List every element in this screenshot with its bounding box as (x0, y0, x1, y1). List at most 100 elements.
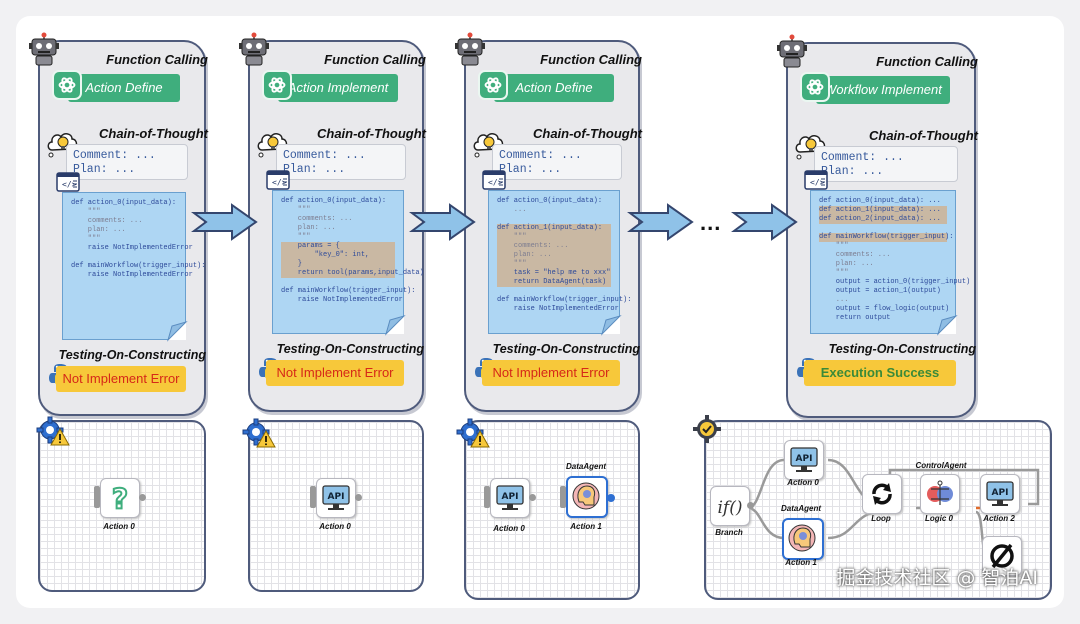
test-result-badge: Not Implement Error (266, 360, 404, 386)
code-file-icon: </> (56, 172, 80, 197)
action-0-node[interactable]: API (490, 478, 530, 518)
brain-logic-icon (927, 480, 953, 505)
if-icon: if() (718, 498, 743, 518)
arrow-right-icon (627, 203, 694, 241)
node-output-port (529, 494, 536, 501)
page-fold (600, 314, 622, 336)
question-mark-icon: ? (111, 481, 129, 516)
gear-warning-icon (456, 418, 490, 448)
ellipsis: ... (700, 210, 722, 235)
code-block: def action_0(input_data): ... def action… (488, 190, 631, 334)
svg-text:</>: </> (488, 178, 503, 187)
page-fold (166, 320, 188, 342)
action-0-node[interactable]: API (784, 440, 824, 480)
api-monitor-icon: API (322, 485, 350, 510)
action-label-bar: Workflow Implement (816, 76, 950, 104)
testing-on-constructing-title: Testing-On-Constructing (276, 342, 424, 356)
robot-icon (28, 32, 60, 71)
page-fold (384, 314, 406, 336)
api-monitor-icon: API (496, 485, 524, 510)
node-label: Action 0 (493, 524, 525, 533)
svg-text:?: ? (112, 482, 128, 515)
function-calling-title: Function Calling (106, 52, 208, 67)
chain-of-thought-title: Chain-of-Thought (532, 126, 642, 141)
svg-text:if(): if() (718, 498, 743, 518)
node-label: Action 0 (103, 522, 135, 531)
svg-text:API: API (992, 488, 1009, 498)
node-input-port (484, 486, 490, 508)
logic-0-node[interactable] (920, 474, 960, 514)
function-calling-title: Function Calling (324, 52, 426, 67)
svg-text:</>: </> (62, 180, 77, 189)
control-agent-label: ControlAgent (915, 461, 967, 470)
robot-icon (238, 32, 270, 71)
watermark: 掘金技术社区 @ 智泊AI (836, 567, 1038, 589)
openai-icon (52, 70, 82, 100)
testing-on-constructing-title: Testing-On-Constructing (58, 348, 206, 362)
testing-on-constructing-title: Testing-On-Constructing (828, 342, 976, 356)
code-block: def action_0(input_data): """ comments: … (272, 190, 424, 334)
empty-set-icon (990, 543, 1014, 569)
openai-icon (478, 70, 508, 100)
test-result-badge: Not Implement Error (56, 366, 186, 392)
node-input-port (560, 486, 566, 508)
code-block: def action_0(input_data): ...def action_… (810, 190, 970, 334)
code-file-icon: </> (482, 170, 506, 195)
action-label-bar: Action Implement (278, 74, 398, 102)
node-output-port (139, 494, 146, 501)
gear-check-icon (693, 415, 721, 443)
data-agent-label: DataAgent (780, 504, 821, 513)
loop-node[interactable] (862, 474, 902, 514)
test-result-badge: Not Implement Error (482, 360, 620, 386)
chain-of-thought-box: Comment: ...Plan: ... (66, 144, 188, 180)
arrow-right-icon (191, 203, 258, 241)
arrow-right-icon (409, 203, 476, 241)
brain-agent-icon (788, 524, 816, 552)
node-label: Action 0 (787, 478, 819, 487)
function-calling-title: Function Calling (540, 52, 642, 67)
gear-warning-icon (36, 416, 70, 446)
figure-canvas: ... ? Action 0 API (16, 16, 1064, 608)
action-1-node[interactable] (782, 518, 824, 560)
api-monitor-icon: API (790, 447, 818, 472)
chain-of-thought-title: Chain-of-Thought (98, 126, 208, 141)
chain-of-thought-title: Chain-of-Thought (868, 128, 978, 143)
node-label: Action 2 (983, 514, 1015, 523)
openai-icon (800, 72, 830, 102)
node-label: Branch (715, 528, 743, 537)
svg-text:API: API (502, 492, 519, 502)
robot-icon (776, 34, 808, 73)
node-input-port (310, 486, 316, 508)
action-0-node[interactable]: ? (100, 478, 140, 518)
test-result-badge: Execution Success (804, 360, 956, 386)
page-fold (936, 314, 958, 336)
svg-text:</>: </> (272, 178, 287, 187)
node-label: Loop (871, 514, 891, 523)
action-0-node[interactable]: API (316, 478, 356, 518)
node-output-port (355, 494, 362, 501)
node-label: Action 1 (785, 558, 817, 567)
code-block: def action_0(input_data): """ comments: … (62, 192, 205, 340)
arrow-right-icon (731, 203, 798, 241)
branch-node[interactable]: if() (710, 486, 750, 526)
node-output-port (747, 502, 754, 509)
gear-warning-icon (242, 418, 276, 448)
data-agent-label: DataAgent (565, 462, 606, 471)
node-input-port (94, 486, 100, 508)
action-1-node[interactable] (566, 476, 608, 518)
empty-node[interactable] (982, 536, 1022, 576)
node-label: Action 1 (570, 522, 602, 531)
node-label: Logic 0 (924, 514, 953, 523)
chain-of-thought-title: Chain-of-Thought (316, 126, 426, 141)
action-2-node[interactable]: API (980, 474, 1020, 514)
openai-icon (262, 70, 292, 100)
svg-text:API: API (328, 492, 345, 502)
brain-agent-icon (572, 482, 600, 510)
svg-text:API: API (796, 454, 813, 464)
node-label: Action 0 (319, 522, 351, 531)
code-file-icon: </> (804, 170, 828, 195)
robot-icon (454, 32, 486, 71)
action-label-bar: Action Define (494, 74, 614, 102)
function-calling-title: Function Calling (876, 54, 978, 69)
loop-icon (872, 483, 892, 505)
